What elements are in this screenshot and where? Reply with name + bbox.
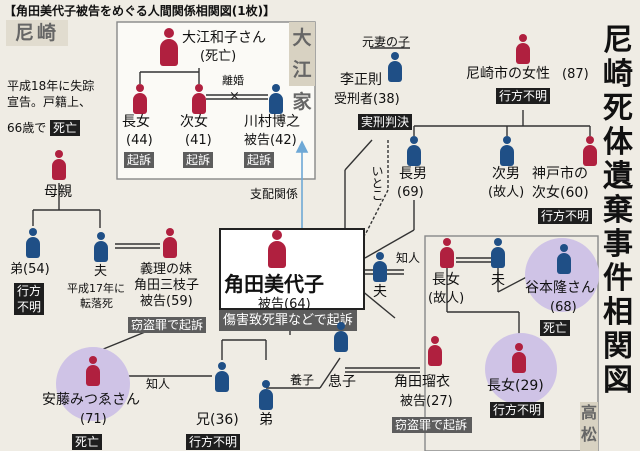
younger-brother-figure <box>259 380 273 410</box>
eldest-daughter-deceased-name: 長女 <box>432 272 460 288</box>
brother-54-figure <box>26 228 40 258</box>
husband-mid-name: 夫 <box>373 284 387 300</box>
oe-second-name: 次女 <box>180 114 208 130</box>
divorce-label: 離婚 <box>222 74 244 87</box>
husband-right-name: 夫 <box>491 272 505 288</box>
amagasaki-woman-name: 尼崎市の女性 <box>466 66 550 82</box>
second-son-name: 次男 <box>492 166 520 182</box>
kobe-daughter-line2: 次女(60) <box>532 185 589 201</box>
amagasaki-woman-age: (87) <box>562 67 589 82</box>
figure-title: 【角田美代子被告をめぐる人間関係相関図(1枚)】 <box>4 4 276 18</box>
kawamura-role: 被告(42) <box>244 133 297 148</box>
elder-brother-figure <box>215 362 229 392</box>
kobe-daughter-line1: 神戸市の <box>532 166 588 182</box>
oe-second-figure <box>192 84 206 114</box>
region-tag-amasaki: 尼崎 <box>6 20 68 46</box>
elder-brother-name: 兄(36) <box>196 412 239 428</box>
eldest-son-figure <box>407 136 421 166</box>
oe-eldest-figure <box>133 84 147 114</box>
ruri-figure <box>428 336 442 366</box>
oe-kazuko-name: 大江和子さん <box>182 30 266 46</box>
husband-left-note1: 平成17年に <box>67 282 125 295</box>
eldest-daughter-29-figure <box>512 343 526 373</box>
oe-eldest-badge: 起訴 <box>124 152 155 168</box>
sister-in-law-line3: 被告(59) <box>140 294 193 309</box>
tanimoto-figure <box>557 244 571 274</box>
eldest-daughter-29-name: 長女(29) <box>487 378 544 394</box>
sister-in-law-line1: 義理の妹 <box>140 262 193 277</box>
kawamura-name: 川村博之 <box>244 114 300 130</box>
oe-kazuko-figure <box>160 28 178 66</box>
ruri-name: 角田瑠衣 <box>394 374 450 390</box>
lee-badge: 実刑判決 <box>358 114 413 130</box>
oe-eldest-age: (44) <box>126 133 153 148</box>
brother-54-badge-2: 不明 <box>14 299 45 315</box>
younger-brother-name: 弟 <box>259 412 273 428</box>
side-title: 尼崎死体遺棄事件相関図 <box>603 23 633 398</box>
ando-figure <box>86 356 100 386</box>
ando-age: (71) <box>80 412 107 427</box>
ruri-role: 被告(27) <box>400 394 453 409</box>
kobe-daughter-badge: 行方不明 <box>538 208 593 224</box>
amagasaki-woman-figure <box>516 34 530 64</box>
oe-kazuko-status: (死亡) <box>200 49 237 64</box>
brother-54-badge-1: 行方 <box>14 283 45 299</box>
adopted-label: 養子 <box>290 373 315 387</box>
ruri-charge: 窃盗罪で起訴 <box>392 417 472 433</box>
second-son-note: (故人) <box>488 185 525 200</box>
kawamura-badge: 起訴 <box>244 152 275 168</box>
husband-right-figure <box>491 238 505 268</box>
main-person-box <box>219 228 365 310</box>
acquaintance-label-1: 知人 <box>396 251 421 265</box>
eldest-son-age: (69) <box>397 185 424 200</box>
tanimoto-age: (68) <box>550 300 577 315</box>
acquaintance-label-2: 知人 <box>146 377 171 391</box>
husband-left-figure <box>94 232 108 262</box>
cousin-label: いとこ <box>370 165 384 201</box>
missing-note-line2: 宣告。戸籍上、 <box>7 95 92 109</box>
region-tag-takamatsu: 高松 <box>580 402 598 451</box>
missing-note-line1: 平成18年に失踪 <box>7 79 95 93</box>
main-person-role: 被告(64) <box>258 297 311 312</box>
missing-note-line3: 66歳で <box>7 121 47 135</box>
missing-note-badge: 死亡 <box>50 120 81 136</box>
son-name: 息子 <box>328 374 356 390</box>
svg-text:×: × <box>229 89 240 104</box>
mother-name: 母親 <box>44 184 72 200</box>
amagasaki-woman-badge: 行方不明 <box>496 88 551 104</box>
eldest-daughter-29-badge: 行方不明 <box>490 402 545 418</box>
oe-second-badge: 起訴 <box>183 152 214 168</box>
oe-second-age: (41) <box>185 133 212 148</box>
husband-left-note2: 転落死 <box>80 297 113 310</box>
main-person-figure <box>268 230 286 268</box>
tanimoto-name: 谷本隆さん <box>525 280 595 296</box>
main-person-charge: 傷害致死罪などで起訴 <box>219 310 357 331</box>
eldest-son-name: 長男 <box>399 166 427 182</box>
mother-figure <box>52 150 66 180</box>
sister-in-law-line2: 角田三枝子 <box>134 278 200 293</box>
kawamura-figure <box>269 84 283 114</box>
ando-name: 安藤みつゑさん <box>42 392 140 408</box>
husband-mid-figure <box>373 252 387 282</box>
lee-name: 李正則 <box>340 72 382 88</box>
son-figure <box>334 322 348 352</box>
sister-in-law-figure <box>163 228 177 258</box>
lee-role: 受刑者(38) <box>334 92 400 107</box>
ando-badge: 死亡 <box>72 434 103 450</box>
main-person-name: 角田美代子 <box>224 272 324 296</box>
oe-eldest-name: 長女 <box>122 114 150 130</box>
ex-wife-child-label: 元妻の子 <box>362 35 411 49</box>
lee-figure <box>388 52 402 82</box>
control-label: 支配関係 <box>250 187 299 201</box>
husband-left-name: 夫 <box>94 264 108 279</box>
eldest-daughter-deceased-figure <box>440 238 454 268</box>
eldest-daughter-deceased-note: (故人) <box>428 291 465 306</box>
region-tag-oe: 大江家 <box>289 22 315 113</box>
second-son-figure <box>500 136 514 166</box>
kobe-daughter-figure <box>583 136 597 166</box>
tanimoto-badge: 死亡 <box>540 320 571 336</box>
brother-54-name: 弟(54) <box>10 262 50 277</box>
sister-in-law-charge: 窃盗罪で起訴 <box>128 317 207 333</box>
elder-brother-badge: 行方不明 <box>186 434 241 450</box>
